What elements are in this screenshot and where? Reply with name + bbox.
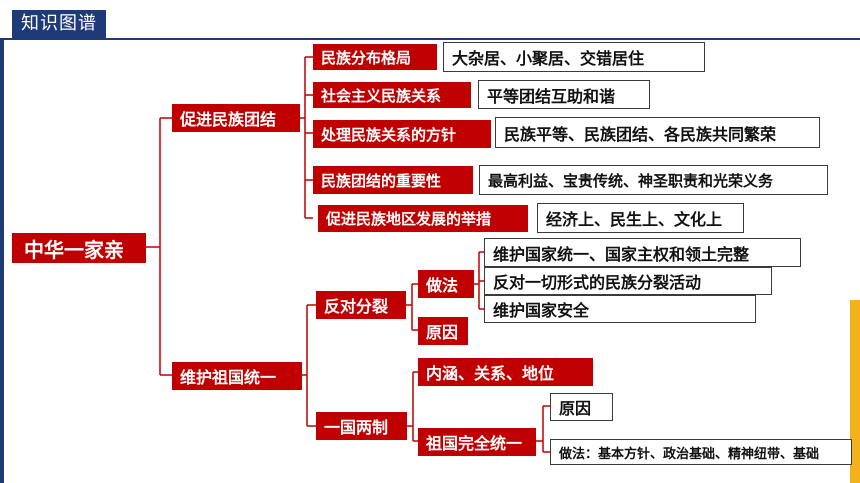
unity-item-2-label: 处理民族关系的方针 xyxy=(313,120,491,148)
section-tag: 知识图谱 xyxy=(12,10,106,38)
root-node: 中华一家亲 xyxy=(12,233,146,263)
method-item-2: 维护国家安全 xyxy=(484,295,756,323)
left-accent-bar xyxy=(0,40,4,483)
method-item-1: 反对一切形式的民族分裂活动 xyxy=(484,267,772,295)
reunification-reason: 原因 xyxy=(550,393,613,421)
unity-item-3-label: 民族团结的重要性 xyxy=(313,166,473,194)
reunification-method: 做法：基本方针、政治基础、精神纽带、基础 xyxy=(550,439,852,465)
unity-item-0-label: 民族分布格局 xyxy=(313,44,437,70)
unity-item-4-label: 促进民族地区发展的举措 xyxy=(318,205,528,232)
unity-item-4-value: 经济上、民生上、文化上 xyxy=(537,203,744,233)
unity-item-1-value: 平等团结互助和谐 xyxy=(478,80,650,109)
method-item-0: 维护国家统一、国家主权和领土完整 xyxy=(484,238,801,267)
one-country-two-systems-node: 一国两制 xyxy=(316,412,407,440)
header-rule xyxy=(0,38,860,40)
oppose-split-node: 反对分裂 xyxy=(316,291,406,319)
branch-reunification: 维护祖国统一 xyxy=(172,362,302,390)
oppose-method-node: 做法 xyxy=(418,270,474,298)
unity-item-0-value: 大杂居、小聚居、交错居住 xyxy=(443,42,705,72)
unity-item-1-label: 社会主义民族关系 xyxy=(313,82,471,108)
oppose-reason-node: 原因 xyxy=(418,317,468,345)
complete-reunification-node: 祖国完全统一 xyxy=(418,428,536,456)
yellow-accent-bar xyxy=(850,300,860,483)
unity-item-3-value: 最高利益、宝贵传统、神圣职责和光荣义务 xyxy=(479,165,828,195)
branch-unity: 促进民族团结 xyxy=(172,104,300,132)
unity-item-2-value: 民族平等、民族团结、各民族共同繁荣 xyxy=(495,117,820,148)
connotation-node: 内涵、关系、地位 xyxy=(418,358,593,386)
